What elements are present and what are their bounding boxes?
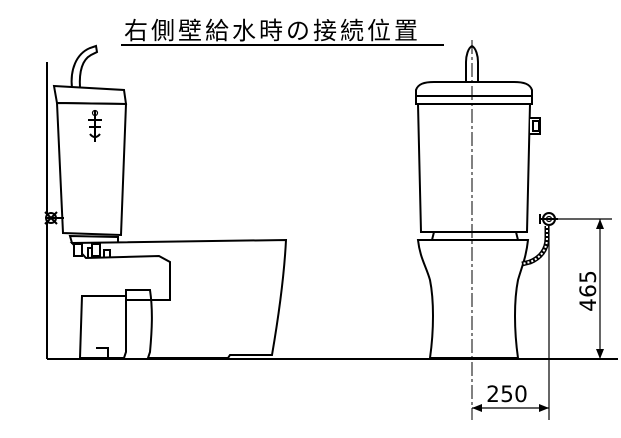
supply-hose-inner xyxy=(521,226,548,265)
base-foot xyxy=(96,347,109,358)
lever-knob xyxy=(532,120,540,132)
tank-lid-front xyxy=(415,81,533,105)
height-dimension-label: 465 xyxy=(577,270,602,312)
tank-body-front xyxy=(416,103,532,233)
lever-symbol-icon xyxy=(88,109,102,142)
tank-faucet-side xyxy=(70,44,99,89)
toilet-front-view xyxy=(415,40,558,420)
height-dimension: 465 xyxy=(557,218,612,359)
wall-inlet-fitting-front xyxy=(539,212,558,226)
tank-connector-front xyxy=(430,231,520,241)
bowl-base-side xyxy=(78,295,127,359)
tank-body-side xyxy=(55,101,128,237)
toilet-side-view xyxy=(44,44,288,359)
wall-inlet-fitting-side xyxy=(44,211,64,225)
fill-valve-nut xyxy=(91,243,101,257)
flush-valve-nut xyxy=(73,243,83,257)
bowl-front xyxy=(416,239,530,359)
bowl-side xyxy=(69,238,288,359)
diagram-title: 右側壁給水時の接続位置 xyxy=(124,17,421,45)
offset-dimension-label: 250 xyxy=(486,383,528,408)
offset-dimension: 250 xyxy=(472,226,550,420)
tank-lid-side xyxy=(52,84,128,106)
